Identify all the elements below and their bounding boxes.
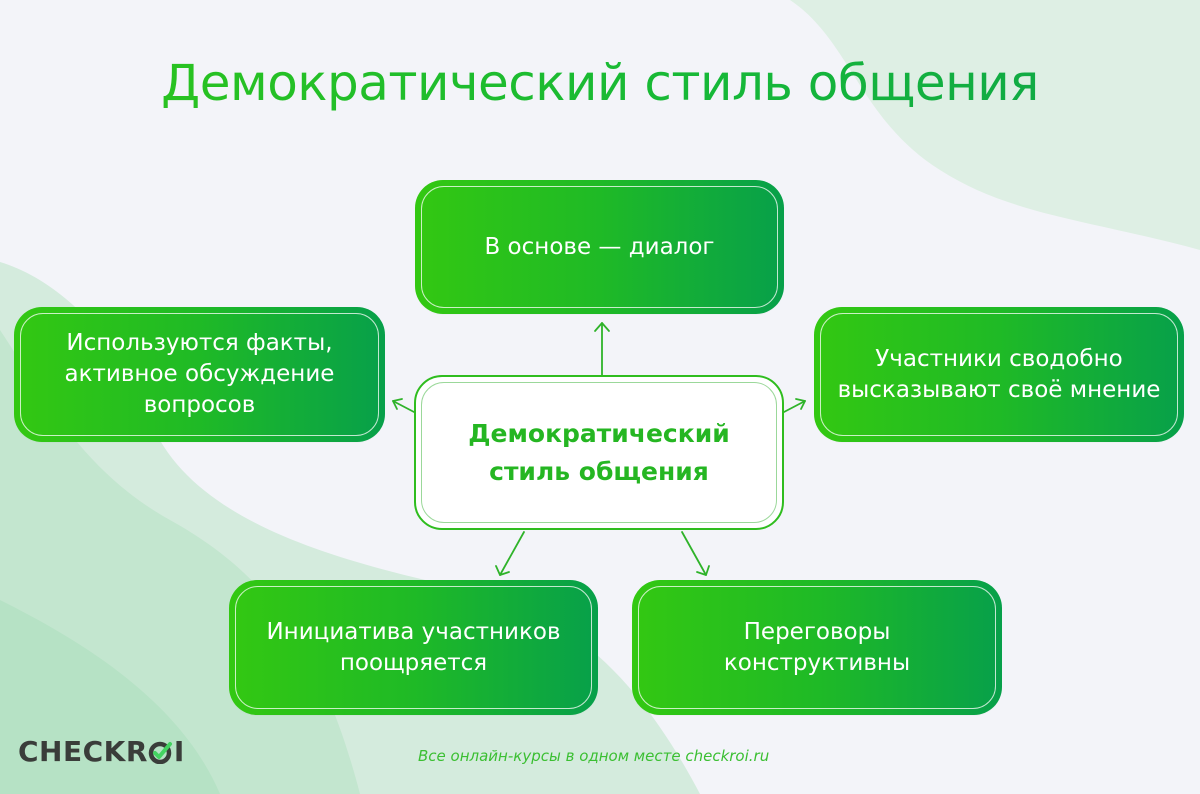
node-right: Участники сводобно высказывают своё мнен… — [814, 307, 1184, 442]
node-top: В основе — диалог — [415, 180, 784, 314]
node-bottom-left: Инициатива участников поощряется — [229, 580, 598, 715]
node-left-label: Используются факты, активное обсуждение … — [64, 330, 335, 418]
logo-suffix: I — [173, 735, 185, 768]
node-right-label: Участники сводобно высказывают своё мнен… — [837, 345, 1161, 403]
node-bottom-right: Переговоры конструктивны — [632, 580, 1002, 715]
node-bottom-right-label: Переговоры конструктивны — [723, 618, 911, 676]
check-o-icon — [148, 741, 172, 764]
footer-tagline: Все онлайн-курсы в одном месте checkroi.… — [418, 747, 770, 765]
node-top-label: В основе — диалог — [484, 233, 715, 260]
logo-text: CHECKR — [18, 735, 148, 768]
page-title: Демократический стиль общения — [0, 54, 1200, 112]
top-right-blob — [790, 0, 1200, 250]
center-node-label: Демократический стиль общения — [468, 418, 730, 486]
checkroi-logo: CHECKR I — [18, 735, 185, 768]
node-left: Используются факты, активное обсуждение … — [14, 307, 385, 442]
center-node: Демократический стиль общения — [414, 375, 784, 530]
node-bottom-left-label: Инициатива участников поощряется — [266, 618, 561, 676]
